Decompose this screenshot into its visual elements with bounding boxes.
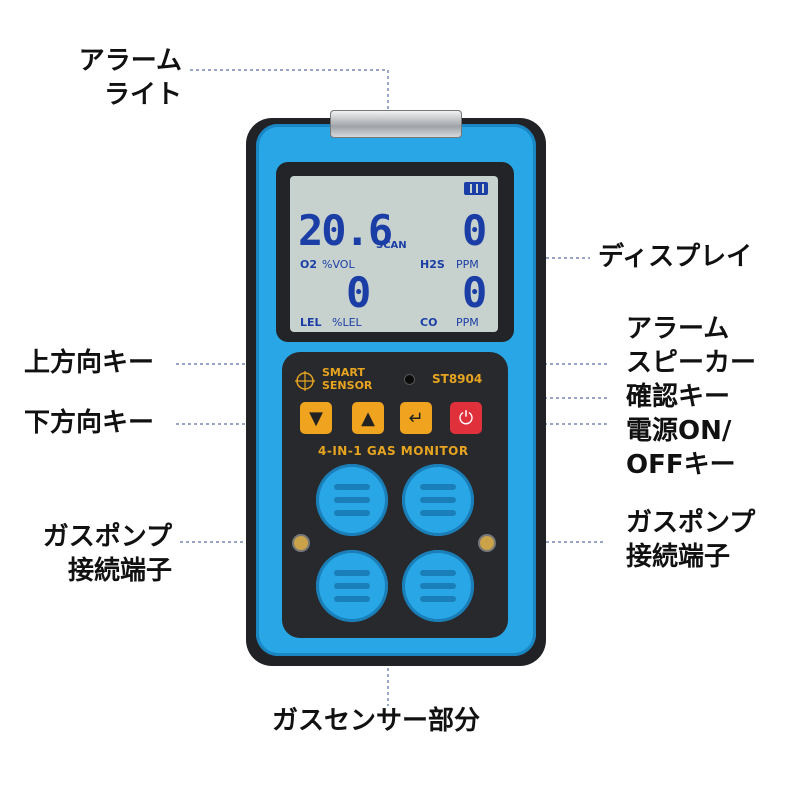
callout-sensor-part: ガスセンサー部分 <box>272 706 481 736</box>
lel-reading: 0 <box>346 268 371 317</box>
up-key[interactable]: ▲ <box>352 402 384 434</box>
up-arrow-icon: ▲ <box>361 407 375 429</box>
alarm-speaker <box>404 374 415 385</box>
co-label: CO <box>420 316 438 329</box>
lcd-display: 20.6 SCAN 0 O2 %VOL H2S PPM 0 0 LEL %LEL… <box>290 176 498 332</box>
o2-label: O2 <box>300 258 318 271</box>
confirm-key[interactable]: ↵ <box>400 402 432 434</box>
sensor-vent <box>420 510 456 516</box>
callout-pump-right: ガスポンプ 接続端子 <box>626 506 755 574</box>
sensor-vent <box>420 583 456 589</box>
o2-unit: %VOL <box>322 258 355 271</box>
lel-unit: %LEL <box>332 316 362 329</box>
brand-name: SMART SENSOR <box>322 366 372 392</box>
callout-alarm-light-line1: アラーム <box>78 46 182 76</box>
sensor-vent <box>334 484 370 490</box>
callout-pump-right-line1: ガスポンプ <box>626 508 756 538</box>
battery-icon <box>464 182 488 195</box>
sensor-top-right <box>402 464 474 536</box>
callout-display: ディスプレイ <box>598 242 753 272</box>
sensor-vent <box>420 596 456 602</box>
lel-label: LEL <box>300 316 322 329</box>
crosshair-logo-icon <box>295 371 315 391</box>
callout-alarm-speaker-line2: スピーカー <box>626 348 757 378</box>
power-key[interactable]: ⏻ <box>450 402 482 434</box>
sensor-vent <box>334 510 370 516</box>
pump-port-right[interactable] <box>478 534 496 552</box>
sensor-bottom-left <box>316 550 388 622</box>
callout-down-key: 下方向キー <box>24 408 155 438</box>
sensor-vent <box>334 583 370 589</box>
callout-power-key-line1: 電源ON/ <box>626 416 732 446</box>
co-reading: 0 <box>462 268 487 317</box>
power-icon: ⏻ <box>458 407 474 429</box>
sensor-vent <box>334 497 370 503</box>
callout-pump-left: ガスポンプ 接続端子 <box>16 520 172 588</box>
co-unit: PPM <box>456 316 479 329</box>
down-arrow-icon: ▼ <box>309 407 323 429</box>
scan-indicator: SCAN <box>376 240 407 251</box>
sensor-vent <box>420 497 456 503</box>
o2-reading: 20.6 <box>298 206 393 255</box>
brand-line1: SMART <box>322 366 365 379</box>
sensor-vent <box>420 484 456 490</box>
callout-pump-right-line2: 接続端子 <box>626 542 731 572</box>
callout-alarm-speaker-line1: アラーム <box>626 314 730 344</box>
sensor-top-left <box>316 464 388 536</box>
callout-pump-left-line1: ガスポンプ <box>42 522 172 552</box>
callout-power-key: 電源ON/ OFFキー <box>626 414 736 482</box>
model-number: ST8904 <box>432 372 483 386</box>
h2s-label: H2S <box>420 258 445 271</box>
sensor-vent <box>420 570 456 576</box>
sensor-bottom-right <box>402 550 474 622</box>
enter-icon: ↵ <box>408 407 424 429</box>
brand-line2: SENSOR <box>322 379 373 392</box>
callout-confirm-key: 確認キー <box>626 382 731 412</box>
h2s-unit: PPM <box>456 258 479 271</box>
product-name: 4-IN-1 GAS MONITOR <box>318 444 469 458</box>
alarm-light <box>330 110 462 138</box>
h2s-reading: 0 <box>462 206 487 255</box>
callout-up-key: 上方向キー <box>24 348 155 378</box>
callout-alarm-light: アラーム ライト <box>62 44 182 112</box>
pump-port-left[interactable] <box>292 534 310 552</box>
down-key[interactable]: ▼ <box>300 402 332 434</box>
callout-pump-left-line2: 接続端子 <box>67 556 172 586</box>
sensor-vent <box>334 596 370 602</box>
callout-alarm-speaker: アラーム スピーカー <box>626 312 756 380</box>
sensor-vent <box>334 570 370 576</box>
callout-power-key-line2: OFFキー <box>626 450 736 480</box>
callout-alarm-light-line2: ライト <box>103 80 182 110</box>
